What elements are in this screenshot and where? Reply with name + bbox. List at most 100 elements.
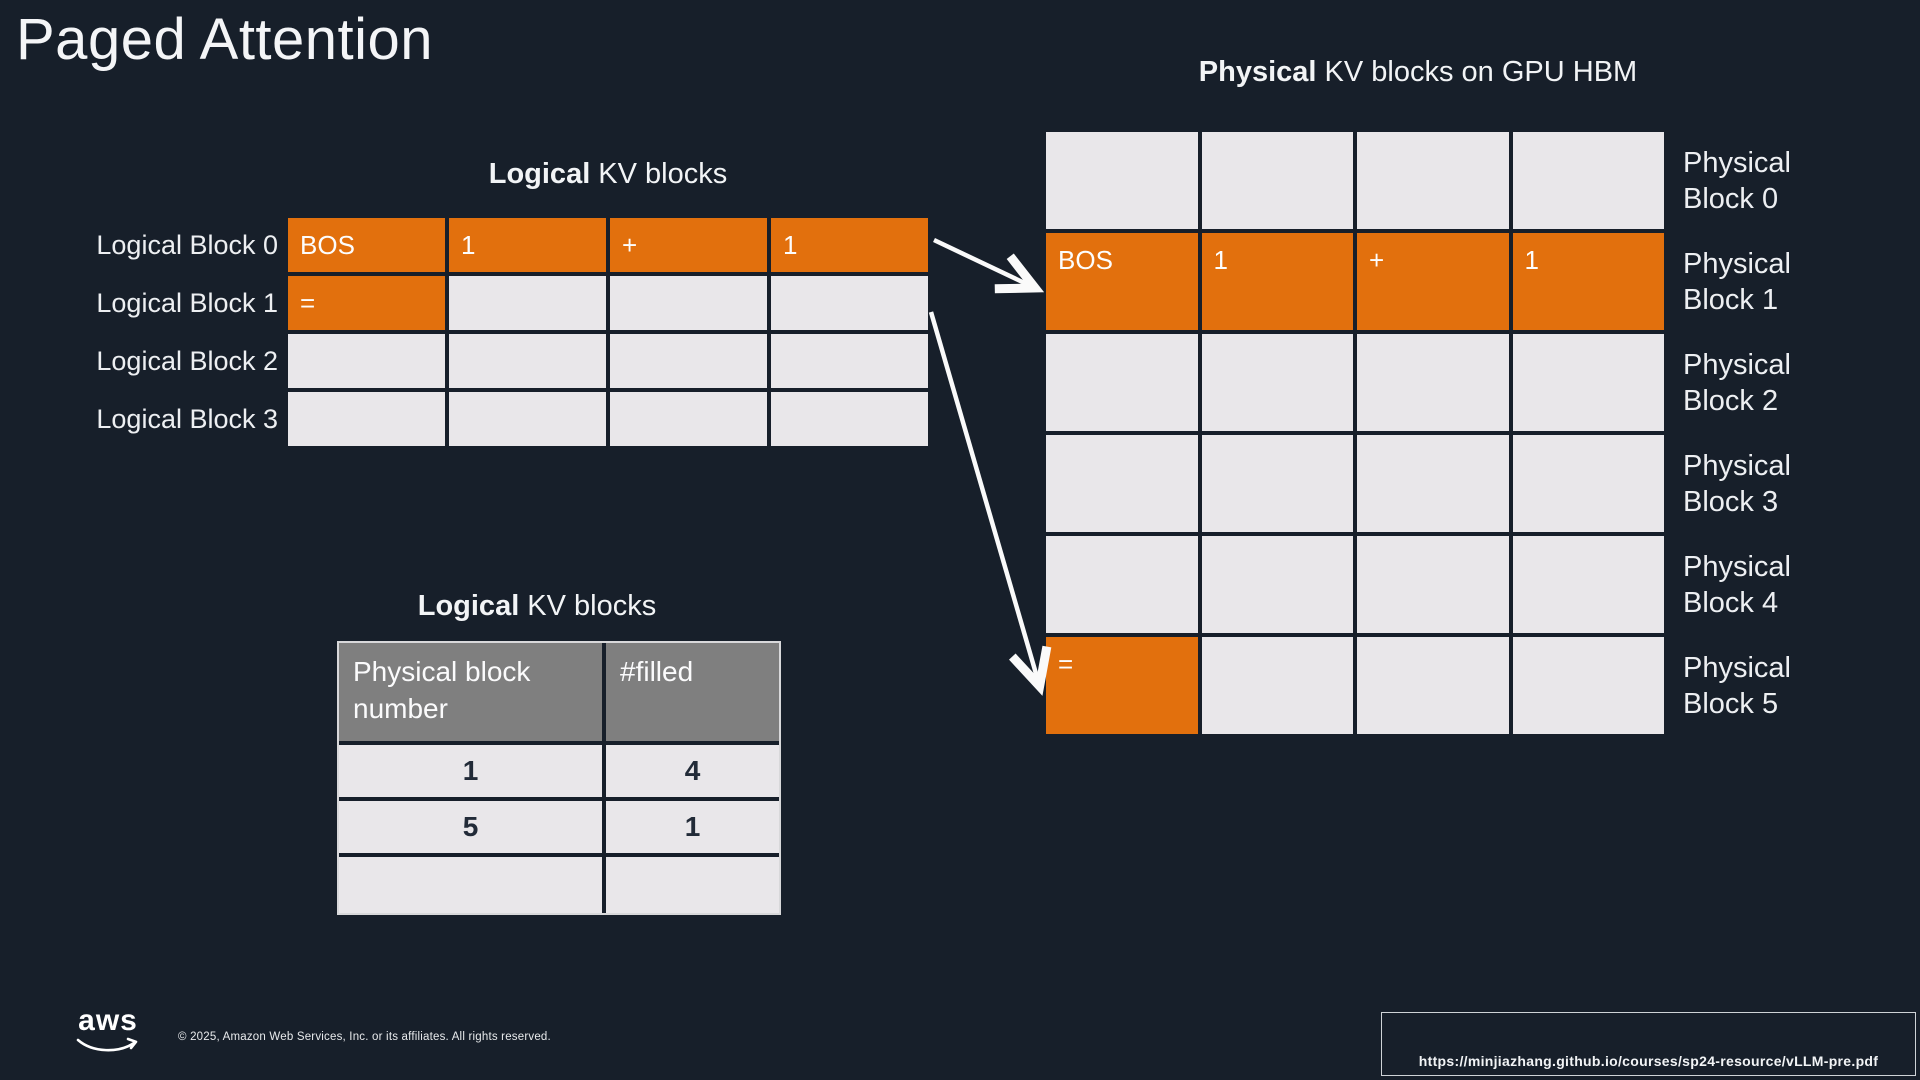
physical-cell-r3c1: [1201, 435, 1353, 532]
block-table-cell-r1c1: 1: [606, 801, 779, 853]
block-table-cell-r1c0: 5: [339, 801, 602, 853]
physical-kv-table: BOS 1 +1 =: [1046, 132, 1664, 734]
physical-cell-r0c3: [1512, 132, 1664, 229]
kv-cell-text: [1513, 334, 1525, 346]
physical-cell-r3c0: [1046, 435, 1198, 532]
logical-kv-table: BOS 1 +1 =: [288, 218, 928, 446]
physical-cell-r3c2: [1357, 435, 1509, 532]
kv-cell-text: [1046, 334, 1058, 346]
logical-cell-r0c2: +: [610, 218, 767, 272]
physical-cell-r5c3: [1512, 637, 1664, 734]
physical-cell-r1c3: 1: [1512, 233, 1664, 330]
arrow-logical1-to-physical5: [928, 311, 1052, 696]
kv-cell-text: [1357, 536, 1369, 548]
physical-cell-r1c0: BOS: [1046, 233, 1198, 330]
logical-cell-r3c0: [288, 392, 445, 446]
block-table-cell-r2c0: [339, 857, 602, 913]
block-table-cell-r0c1: 4: [606, 745, 779, 797]
arrow-logical0-to-physical1: [933, 237, 1045, 294]
aws-logo: aws: [75, 1006, 141, 1061]
kv-cell-text: =: [1058, 649, 1074, 679]
aws-logo-text: aws: [78, 1004, 138, 1037]
block-table-title: Logical KV blocks: [297, 590, 777, 623]
kv-cell-text: 1: [461, 229, 476, 260]
kv-cell-text: [1046, 536, 1058, 548]
kv-cell-text: [1357, 435, 1369, 447]
logical-cell-r1c1: [449, 276, 606, 330]
physical-cell-r0c0: [1046, 132, 1198, 229]
logical-cell-r0c3: 1: [771, 218, 928, 272]
logical-cell-r2c1: [449, 334, 606, 388]
block-table-cell-r0c0: 1: [339, 745, 602, 797]
kv-cell-text: [1202, 334, 1214, 346]
kv-cell-text: BOS: [1058, 245, 1113, 275]
logical-cell-r3c2: [610, 392, 767, 446]
logical-cell-r1c2: [610, 276, 767, 330]
kv-cell-text: [1357, 637, 1369, 649]
kv-cell-text: [1513, 536, 1525, 548]
aws-smile-icon: [76, 1037, 138, 1052]
block-table-title-bold: Logical: [417, 590, 520, 622]
logical-block-label: Logical Block 2: [96, 345, 278, 376]
physical-cell-r5c0: =: [1046, 637, 1198, 734]
physical-blocks-title-rest: KV blocks on GPU HBM: [1316, 56, 1638, 88]
kv-cell-text: [1202, 132, 1214, 144]
kv-cell-text: [1357, 132, 1369, 144]
physical-cell-r2c3: [1512, 334, 1664, 431]
kv-cell-text: +: [1369, 245, 1385, 275]
block-table-header-1: #filled: [606, 643, 779, 741]
logical-cell-r3c3: [771, 392, 928, 446]
physical-cell-r4c1: [1201, 536, 1353, 633]
logical-block-label: Logical Block 0: [96, 229, 278, 260]
source-link-box: https://minjiazhang.github.io/courses/sp…: [1381, 1012, 1916, 1076]
logical-block-label: Logical Block 3: [96, 403, 278, 434]
physical-cell-r0c1: [1201, 132, 1353, 229]
block-table-title-rest: KV blocks: [519, 590, 657, 622]
kv-cell-text: 1: [1213, 245, 1228, 275]
block-table-cell-r2c1: [606, 857, 779, 913]
physical-cell-r0c2: [1357, 132, 1509, 229]
source-link[interactable]: https://minjiazhang.github.io/courses/sp…: [1418, 1053, 1879, 1069]
logical-cell-r0c0: BOS: [288, 218, 445, 272]
physical-cell-r4c0: [1046, 536, 1198, 633]
kv-cell-text: 1: [1524, 245, 1539, 275]
physical-cell-r1c2: +: [1357, 233, 1509, 330]
kv-cell-text: [1513, 435, 1525, 447]
kv-cell-text: [1202, 536, 1214, 548]
physical-cell-r4c3: [1512, 536, 1664, 633]
kv-cell-text: [1202, 435, 1214, 447]
logical-cell-r3c1: [449, 392, 606, 446]
logical-cell-r1c0: =: [288, 276, 445, 330]
logical-cell-r1c3: [771, 276, 928, 330]
logical-cell-r2c2: [610, 334, 767, 388]
kv-cell-text: 1: [783, 229, 798, 260]
kv-cell-text: [1513, 637, 1525, 649]
physical-blocks-title: Physical KV blocks on GPU HBM: [1046, 56, 1790, 89]
physical-cell-r3c3: [1512, 435, 1664, 532]
logical-cell-r2c0: [288, 334, 445, 388]
kv-cell-text: [1357, 334, 1369, 346]
physical-cell-r2c2: [1357, 334, 1509, 431]
physical-cell-r4c2: [1357, 536, 1509, 633]
physical-cell-r1c1: 1: [1201, 233, 1353, 330]
logical-blocks-title-bold: Logical: [488, 158, 591, 190]
logical-blocks-title: Logical KV blocks: [288, 158, 928, 191]
physical-blocks-title-bold: Physical: [1198, 56, 1317, 88]
kv-cell-text: +: [622, 229, 638, 260]
logical-cell-r0c1: 1: [449, 218, 606, 272]
physical-cell-r2c1: [1201, 334, 1353, 431]
physical-cell-r5c1: [1201, 637, 1353, 734]
block-table-header-0: Physical block number: [339, 643, 602, 741]
physical-cell-r2c0: [1046, 334, 1198, 431]
kv-cell-text: [1046, 435, 1058, 447]
logical-blocks-title-rest: KV blocks: [590, 158, 728, 190]
kv-cell-text: =: [300, 287, 316, 318]
physical-cell-r5c2: [1357, 637, 1509, 734]
